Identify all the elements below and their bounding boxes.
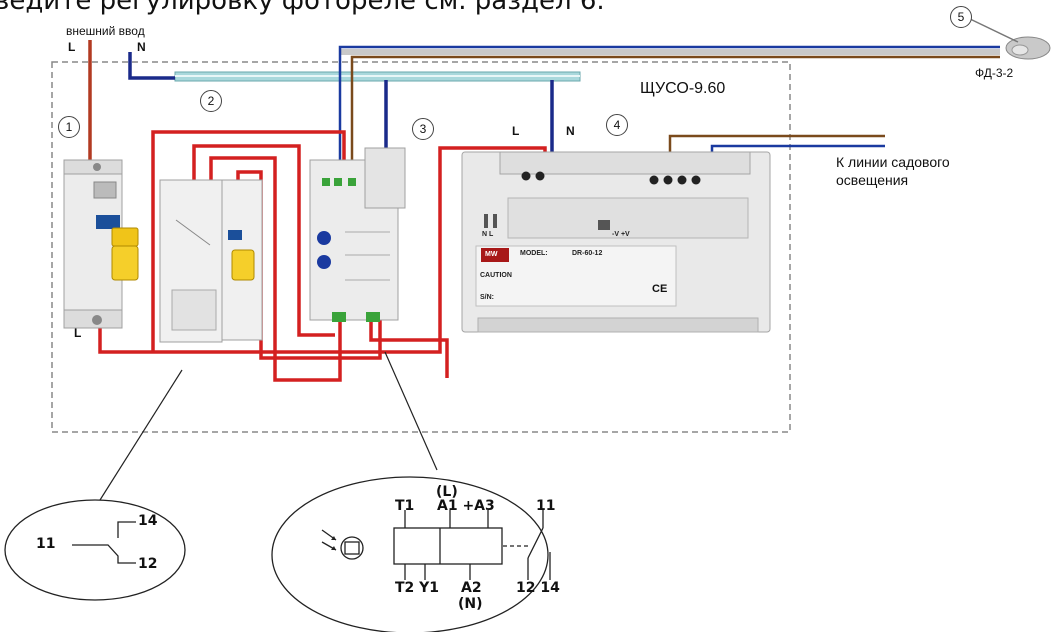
psu-model-prefix: MODEL: <box>520 250 548 257</box>
panel-name: ЩУСО-9.60 <box>640 80 726 97</box>
detail-contact-ellipse <box>4 499 186 601</box>
enclosure-frame <box>51 61 791 433</box>
photo-sensor <box>967 17 1051 60</box>
aux-contact-module <box>159 179 263 343</box>
psu-caution: CAUTION <box>480 272 512 279</box>
sensor-wire-brown <box>350 55 1000 188</box>
relay-A2-label: A2 <box>461 580 482 596</box>
callout-1: 1 <box>58 116 80 138</box>
sensor-name: ФД-3-2 <box>975 66 1014 80</box>
input-wire-N <box>128 52 175 80</box>
psu-model: DR-60-12 <box>572 250 603 257</box>
circuit-breaker <box>63 159 139 329</box>
contact-no-label: 14 <box>138 513 158 529</box>
leader-relay <box>384 351 438 471</box>
callout-3: 3 <box>412 118 434 140</box>
psu-brand: MW <box>485 251 498 258</box>
input-neutral-label: N <box>137 40 146 54</box>
phase-wire-1 <box>98 146 547 354</box>
relay-11-label: 11 <box>536 498 556 514</box>
psu-terminals-right: -V +V <box>612 231 630 238</box>
relay-T1-label: T1 <box>395 498 415 514</box>
psu-neutral-label: N <box>566 124 575 138</box>
output-label-line2: освещения <box>836 172 909 188</box>
sensor-wire-blue <box>338 45 1000 188</box>
relay-N-label: (N) <box>458 596 483 612</box>
callout-4: 4 <box>606 114 628 136</box>
power-supply <box>461 151 771 333</box>
breaker-phase-label: L <box>74 326 82 340</box>
relay-T2Y1-label: T2 Y1 <box>395 580 440 596</box>
psu-sn: S/N: <box>480 294 494 301</box>
input-phase-label: L <box>68 40 76 54</box>
relay-12-14-label: 12 14 <box>516 580 560 596</box>
input-label: внешний ввод <box>66 24 145 38</box>
output-label-line1: К линии садового <box>836 154 950 170</box>
photo-relay <box>309 147 406 322</box>
contact-common-label: 11 <box>36 536 56 552</box>
callout-2: 2 <box>200 90 222 112</box>
relay-L-label: (L) <box>436 484 458 500</box>
psu-phase-label: L <box>512 124 520 138</box>
contact-nc-label: 12 <box>138 556 158 572</box>
callout-5: 5 <box>950 6 972 28</box>
relay-A1A3-label: A1 +A3 <box>437 498 495 514</box>
detail-relay-ellipse <box>271 476 549 632</box>
psu-ce: CE <box>652 283 668 295</box>
heading-fragment: ведите регулировку фотореле см. раздел 6… <box>0 0 605 16</box>
psu-terminals-left: N L <box>482 231 494 238</box>
leader-contact <box>99 369 183 501</box>
phase-wire-6 <box>369 322 449 378</box>
